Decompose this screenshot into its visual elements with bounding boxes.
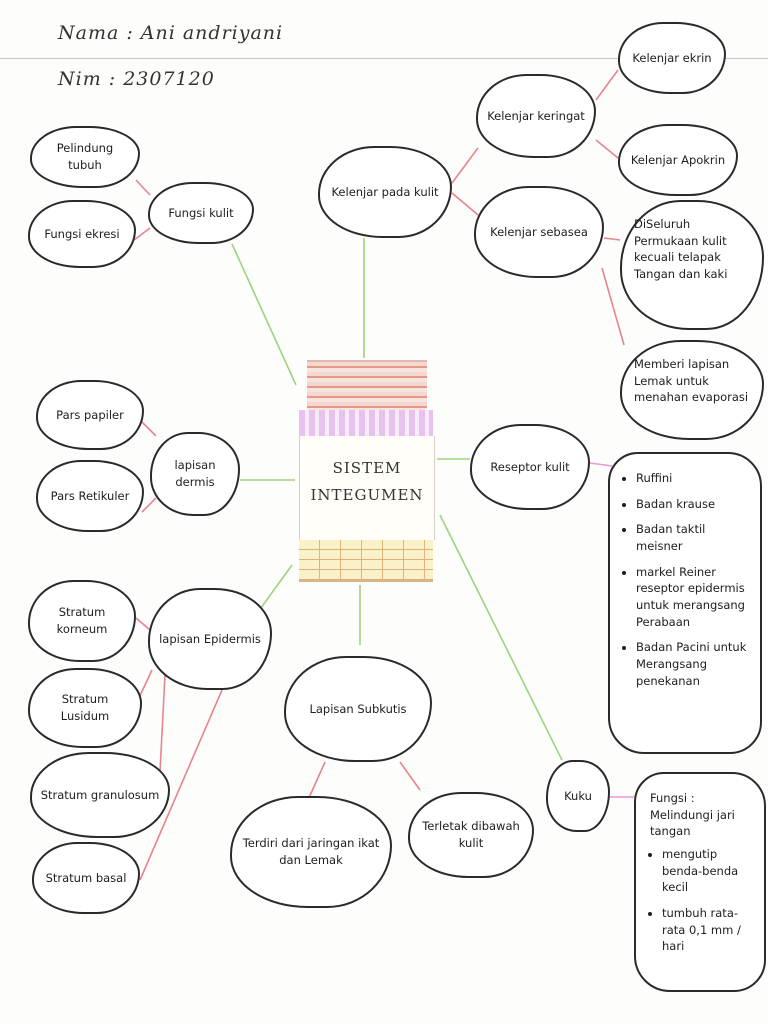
node-kelenjar-ekrin: Kelenjar ekrin bbox=[618, 22, 726, 94]
line-dermis-retikuler bbox=[141, 497, 157, 513]
node-lapisan-epidermis: lapisan Epidermis bbox=[148, 588, 272, 690]
node-kelenjar-apokrin: Kelenjar Apokrin bbox=[618, 124, 738, 196]
line-fungsi-ekresi bbox=[133, 227, 151, 241]
header-rule bbox=[0, 58, 768, 59]
node-fungsi-ekresi: Fungsi ekresi bbox=[28, 200, 136, 268]
kuku-info-box: Fungsi : Melindungi jari tangan mengutip… bbox=[634, 772, 766, 992]
integumen-skin-illustration bbox=[295, 360, 437, 582]
student-name: Nama : Ani andriyani bbox=[58, 22, 284, 44]
node-kelenjar-keringat: Kelenjar keringat bbox=[476, 74, 596, 158]
skin-middle-layer bbox=[299, 436, 435, 540]
line-reseptor-list bbox=[589, 462, 613, 467]
line-subkutis-terdiri bbox=[307, 761, 326, 801]
kuku-fungsi-head: Fungsi : Melindungi jari tangan bbox=[650, 791, 735, 839]
line-sebasea-memberi bbox=[601, 267, 625, 346]
kuku-info-item: mengutip benda-benda kecil bbox=[662, 846, 752, 896]
node-pars-retikuler: Pars Retikuler bbox=[36, 460, 144, 532]
line-dermis-papiler bbox=[141, 421, 157, 437]
central-topic: SISTEM INTEGUMEN bbox=[300, 455, 434, 509]
line-epidermis-basal bbox=[139, 689, 223, 881]
node-stratum-korneum: Stratum korneum bbox=[28, 580, 136, 662]
reseptor-item: Badan Pacini untuk Merangsang penekanan bbox=[636, 639, 748, 689]
line-kelenjar-keringat bbox=[451, 147, 479, 184]
line-keringat-ekrin bbox=[595, 69, 619, 101]
reseptor-list-box: Ruffini Badan krause Badan taktil meisne… bbox=[608, 452, 762, 754]
skin-hair-layer bbox=[299, 410, 433, 438]
student-nim: Nim : 2307120 bbox=[58, 68, 215, 90]
skin-base-layer bbox=[299, 540, 433, 582]
node-pelindung-tubuh: Pelindung tubuh bbox=[30, 126, 140, 188]
line-keringat-apokrin bbox=[595, 139, 619, 159]
node-fungsi-kulit: Fungsi kulit bbox=[148, 182, 254, 244]
node-kuku: Kuku bbox=[546, 760, 610, 832]
node-stratum-granulosum: Stratum granulosum bbox=[30, 752, 170, 838]
kuku-info-item: tumbuh rata-rata 0,1 mm / hari bbox=[662, 905, 752, 955]
node-reseptor-kulit: Reseptor kulit bbox=[470, 424, 590, 510]
line-center-kuku bbox=[439, 514, 563, 761]
node-kelenjar-pada-kulit: Kelenjar pada kulit bbox=[318, 146, 452, 238]
node-memberi-lapisan: Memberi lapisan Lemak untuk menahan evap… bbox=[620, 340, 764, 440]
line-fungsi-pelindung bbox=[135, 179, 151, 196]
node-stratum-basal: Stratum basal bbox=[32, 842, 140, 914]
line-sebasea-diseluruh bbox=[603, 237, 621, 241]
node-diseluruh-permukaan: DiSeluruh Permukaan kulit kecuali telapa… bbox=[620, 200, 764, 330]
reseptor-item: Badan krause bbox=[636, 496, 748, 513]
node-kelenjar-sebasea: Kelenjar sebasea bbox=[474, 186, 604, 278]
node-pars-papiler: Pars papiler bbox=[36, 380, 144, 450]
node-lapisan-subkutis: Lapisan Subkutis bbox=[284, 656, 432, 762]
reseptor-item: markel Reiner reseptor epidermis untuk m… bbox=[636, 564, 748, 631]
central-topic-line2: INTEGUMEN bbox=[310, 486, 424, 504]
central-topic-line1: SISTEM bbox=[332, 459, 402, 477]
node-terletak-dibawah: Terletak dibawah kulit bbox=[408, 792, 534, 878]
reseptor-item: Badan taktil meisner bbox=[636, 521, 748, 554]
line-kelenjar-sebasea bbox=[451, 192, 479, 216]
node-stratum-lusidum: Stratum Lusidum bbox=[28, 668, 142, 748]
skin-top-layer bbox=[307, 360, 427, 412]
node-lapisan-dermis: lapisan dermis bbox=[150, 432, 240, 516]
node-terdiri-dari: Terdiri dari jaringan ikat dan Lemak bbox=[230, 796, 392, 908]
reseptor-item: Ruffini bbox=[636, 470, 748, 487]
line-epidermis-granulosum bbox=[159, 674, 166, 773]
line-center-epidermis bbox=[257, 564, 293, 613]
line-epidermis-korneum bbox=[135, 617, 151, 631]
line-subkutis-terletak bbox=[399, 761, 421, 791]
line-center-fungsi bbox=[231, 243, 297, 386]
